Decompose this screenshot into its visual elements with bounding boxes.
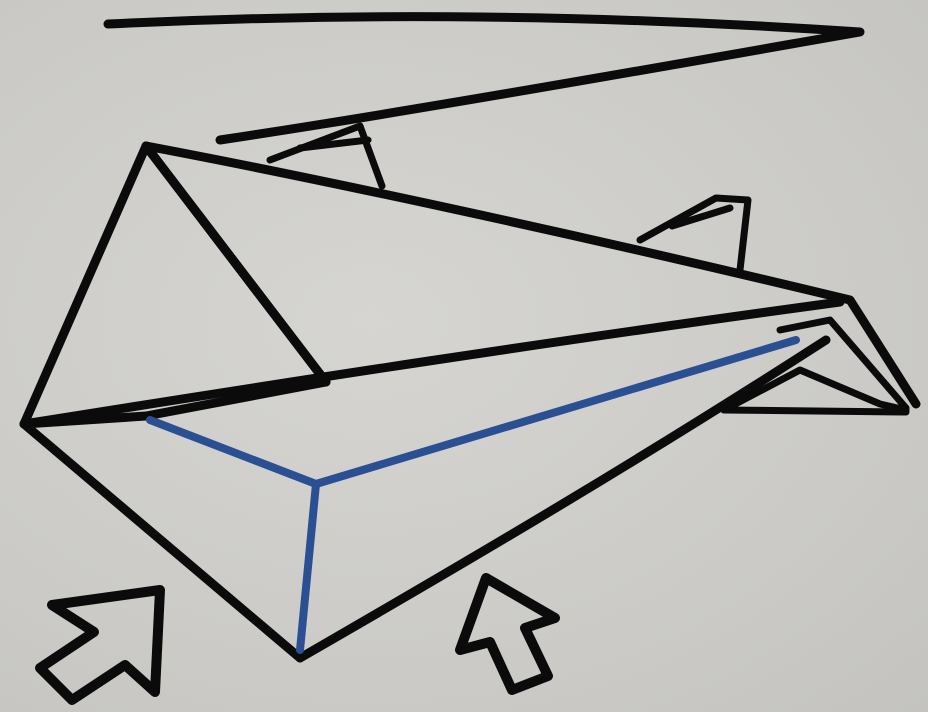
upper-face-edge xyxy=(146,146,916,404)
upper-face-ridge xyxy=(146,146,326,382)
lower-body-right-edge xyxy=(300,340,826,658)
top-spike-edge xyxy=(108,17,860,140)
fin-right-base xyxy=(724,410,906,412)
arrow-middle-icon xyxy=(460,578,555,690)
arrow-left-icon xyxy=(40,590,160,700)
blue-edge-vertical xyxy=(300,484,316,650)
blue-edge-left xyxy=(150,420,316,484)
